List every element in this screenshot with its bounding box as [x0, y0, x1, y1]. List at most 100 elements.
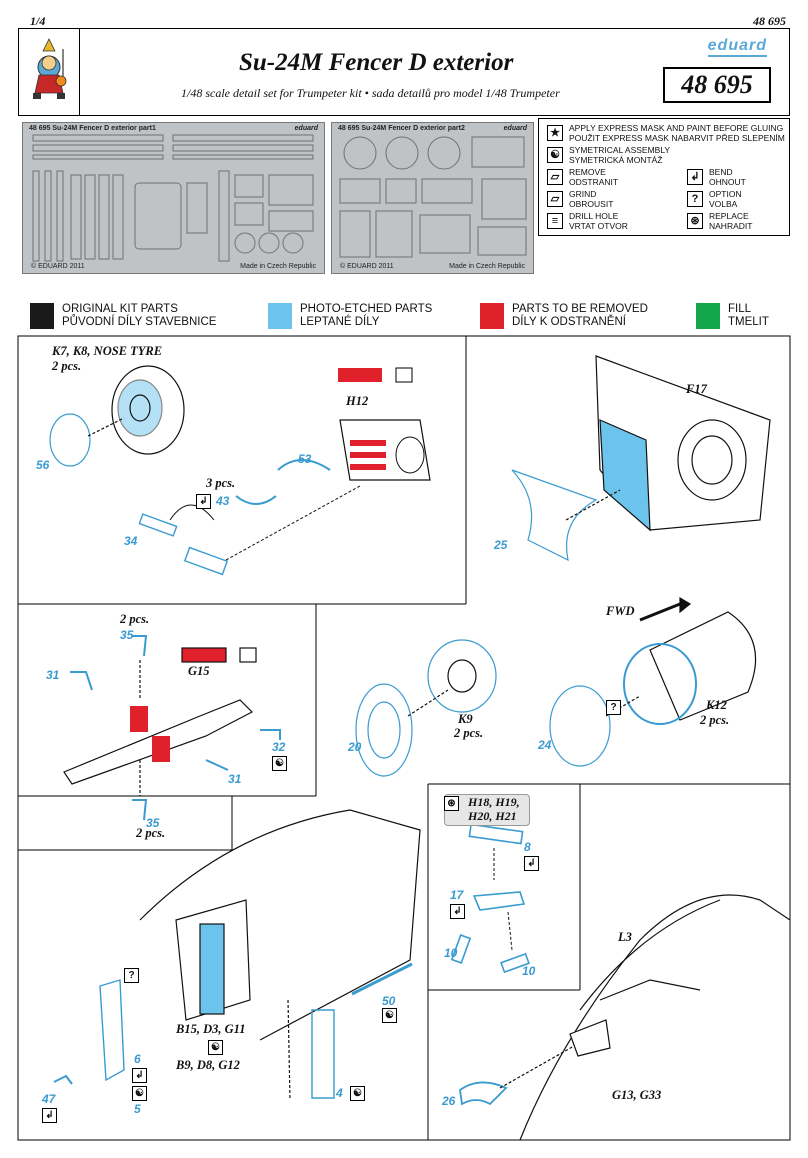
- part-35: 35: [120, 628, 134, 642]
- fret-copyright: © EDUARD 2011: [31, 263, 85, 270]
- kit-h20: H20, H21: [468, 809, 517, 823]
- symbol-legend: ★ APPLY EXPRESS MASK AND PAINT BEFORE GL…: [538, 118, 790, 236]
- brand-logo: eduard: [707, 37, 767, 57]
- bend-icon: ↲: [196, 494, 211, 509]
- kit-k9: K9: [458, 712, 473, 726]
- grind-icon: ▱: [547, 191, 563, 207]
- part-5: 5: [134, 1102, 141, 1116]
- kit-b15: B15, D3, G11: [176, 1022, 246, 1036]
- bend-icon: ↲: [132, 1068, 147, 1083]
- page-code: 48 695: [753, 14, 786, 28]
- step3-qty-bot: 2 pcs.: [136, 826, 166, 840]
- product-code: 48 695: [663, 67, 771, 103]
- g15-drawing: [63, 635, 281, 821]
- symmetrical-icon: ☯: [547, 147, 563, 163]
- part-50: 50: [382, 994, 396, 1008]
- swatch-kit: [30, 303, 54, 329]
- part-10b: 10: [522, 964, 536, 978]
- part-4: 4: [336, 1086, 343, 1100]
- part-17: 17: [450, 888, 464, 902]
- part-26: 26: [442, 1094, 456, 1108]
- fret-part2: 48 695 Su-24M Fencer D exterior part2 ed…: [331, 122, 534, 274]
- part-35b: 35: [146, 816, 160, 830]
- fret-copyright: © EDUARD 2011: [340, 263, 394, 270]
- kit-h18: H18, H19,: [468, 795, 520, 809]
- option-icon: ?: [687, 191, 703, 207]
- f17-drawing: [511, 355, 771, 562]
- fwd-label: FWD: [606, 604, 635, 618]
- k9-drawing: [355, 639, 497, 777]
- symmetrical-icon: ☯: [382, 1008, 397, 1023]
- drill-icon: ≡: [547, 213, 563, 229]
- fret-label: 48 695 Su-24M Fencer D exterior part1: [29, 125, 156, 132]
- kit-f17: F17: [686, 382, 707, 396]
- step5-qty: 2 pcs.: [700, 713, 730, 727]
- fret-brand: eduard: [503, 125, 527, 132]
- step1-title: K7, K8, NOSE TYRE: [52, 344, 163, 358]
- mask-icon: ★: [547, 125, 563, 141]
- symmetrical-icon: ☯: [208, 1040, 223, 1055]
- part-24: 24: [538, 738, 552, 752]
- part-6: 6: [134, 1052, 141, 1066]
- kit-b9: B9, D8, G12: [176, 1058, 240, 1072]
- bend-icon: ↲: [687, 169, 703, 185]
- swatch-pe: [268, 303, 292, 329]
- page-title: Su-24M Fencer D exterior: [239, 49, 514, 76]
- nose-tyre-drawing: [49, 365, 185, 467]
- part-53: 53: [298, 452, 312, 466]
- k12-drawing: [549, 596, 757, 767]
- part-25: 25: [494, 538, 508, 552]
- step1-qty2: 3 pcs.: [206, 476, 236, 490]
- option-icon: ?: [606, 700, 621, 715]
- step3-qty-top: 2 pcs.: [120, 612, 150, 626]
- symmetrical-icon: ☯: [132, 1086, 147, 1101]
- part-47: 47: [42, 1092, 56, 1106]
- part-56: 56: [36, 458, 50, 472]
- remove-icon: ▱: [547, 169, 563, 185]
- part-8: 8: [524, 840, 531, 854]
- fret-made: Made in Czech Republic: [449, 263, 525, 270]
- page-subtitle: 1/48 scale detail set for Trumpeter kit …: [181, 86, 560, 100]
- kit-k12: K12: [706, 698, 727, 712]
- swatch-remove: [480, 303, 504, 329]
- small-parts-drawing: [450, 823, 530, 974]
- part-43: 43: [216, 494, 230, 508]
- fret-part1: 48 695 Su-24M Fencer D exterior part1 ed…: [22, 122, 325, 274]
- page-number: 1/4: [30, 14, 46, 28]
- kit-h12: H12: [346, 394, 369, 408]
- mascot-logo: [19, 29, 80, 115]
- part-34: 34: [124, 534, 138, 548]
- legend-mask: APPLY EXPRESS MASK AND PAINT BEFORE GLUI…: [569, 123, 785, 143]
- swatch-fill: [696, 303, 720, 329]
- fret-made: Made in Czech Republic: [240, 263, 316, 270]
- kit-l3: L3: [618, 930, 632, 944]
- symmetrical-icon: ☯: [350, 1086, 365, 1101]
- part-10: 10: [444, 946, 458, 960]
- part-31b: 31: [228, 772, 242, 786]
- header: Su-24M Fencer D exterior 1/48 scale deta…: [18, 28, 790, 116]
- bend-icon: ↲: [450, 904, 465, 919]
- part-32: 32: [272, 740, 286, 754]
- h12-drawing: [138, 367, 431, 576]
- bend-icon: ↲: [42, 1108, 57, 1123]
- part-20: 20: [348, 740, 362, 754]
- kit-g15: G15: [188, 664, 210, 678]
- step4-qty: 2 pcs.: [454, 726, 484, 740]
- canopy-drawing: [459, 894, 791, 1141]
- replace-icon: ⊛: [687, 213, 703, 229]
- bend-icon: ↲: [524, 856, 539, 871]
- option-icon: ?: [124, 968, 139, 983]
